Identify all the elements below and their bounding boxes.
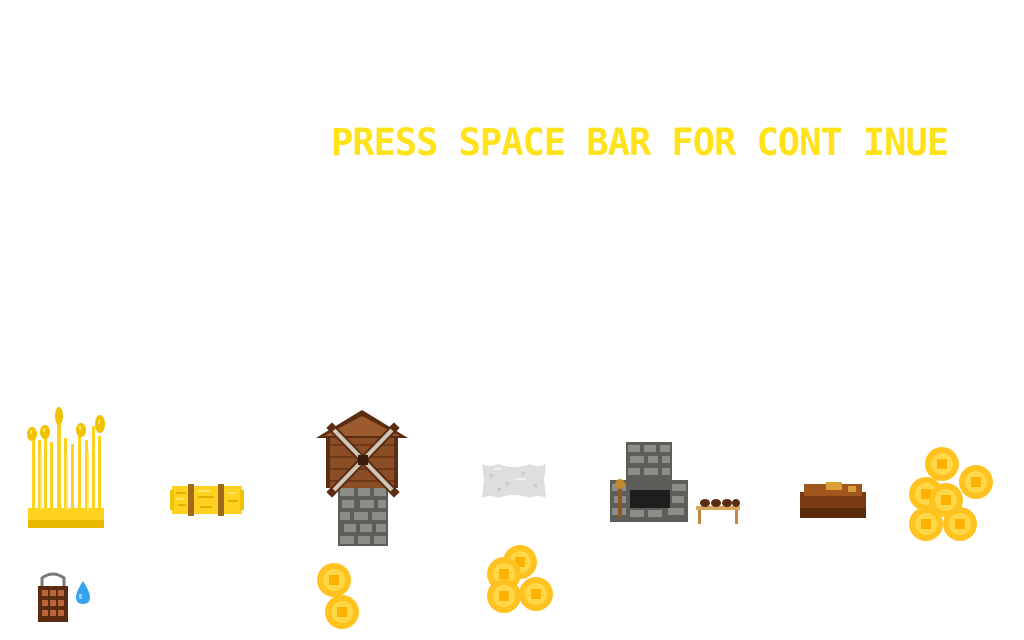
bread-loaf-icon (800, 482, 866, 518)
wheat-icon (27, 407, 105, 528)
water-drop-icon (76, 581, 90, 604)
continue-prompt: PRESS SPACE BAR FOR CONT INUE (331, 123, 949, 163)
windmill-icon (316, 410, 408, 546)
stone-oven-icon (610, 442, 688, 522)
water-bucket-icon (38, 572, 68, 622)
gold-coins-pile-icon (909, 447, 993, 541)
flour-sack-icon (482, 464, 546, 498)
gold-coins-pair-icon (317, 563, 359, 629)
gold-coins-stack-icon (487, 545, 553, 613)
hay-bale-icon (170, 484, 244, 516)
bread-table-icon (696, 499, 740, 524)
